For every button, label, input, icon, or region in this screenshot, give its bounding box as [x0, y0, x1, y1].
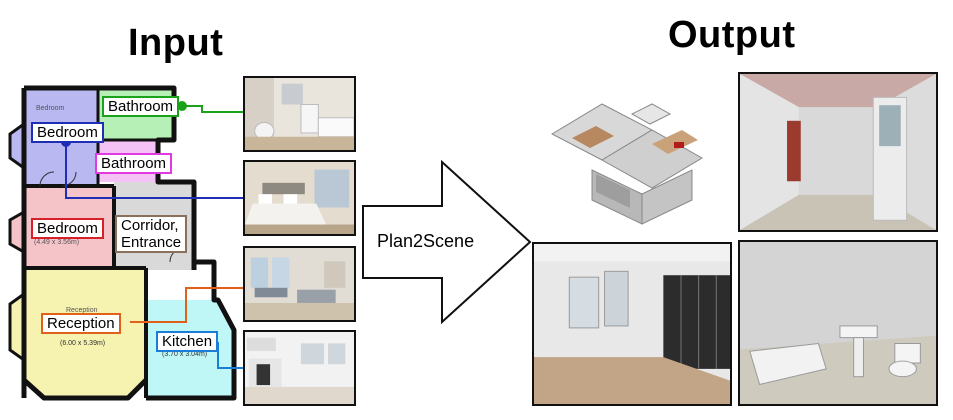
render-3d-house [532, 74, 732, 234]
render-bathroom [738, 240, 938, 406]
label-bedroom-mid: Bedroom [31, 218, 104, 239]
render-corridor [738, 72, 938, 232]
floorplan-text-reception-dims: (6.00 x 5.39m) [60, 340, 105, 347]
photo-reception [243, 246, 356, 322]
render-bedroom [532, 242, 732, 406]
floorplan-text-bedroom-dims: (4.49 x 3.56m) [34, 239, 79, 246]
floorplan-text-bedroom: Bedroom [36, 105, 65, 112]
floorplan-text-kitchen-dims: (3.70 x 3.04m) [162, 351, 207, 358]
floorplan-text-reception: Reception [66, 307, 98, 314]
method-arrow [362, 159, 532, 325]
input-title: Input [128, 22, 224, 64]
output-title: Output [668, 14, 796, 56]
label-reception: Reception [41, 313, 121, 334]
label-bathroom-top: Bathroom [102, 96, 180, 117]
photo-bathroom [243, 76, 356, 152]
connector-bedroom [65, 142, 244, 199]
connector-bathroom [184, 105, 244, 113]
label-kitchen: Kitchen [156, 331, 219, 352]
label-bathroom-mid: Bathroom [95, 153, 173, 174]
connector-reception [130, 287, 244, 323]
label-bedroom-top: Bedroom [31, 122, 104, 143]
method-label: Plan2Scene [377, 231, 475, 251]
photo-kitchen [243, 330, 356, 406]
photo-bedroom [243, 160, 356, 236]
label-corridor: Corridor, Entrance [115, 215, 188, 253]
